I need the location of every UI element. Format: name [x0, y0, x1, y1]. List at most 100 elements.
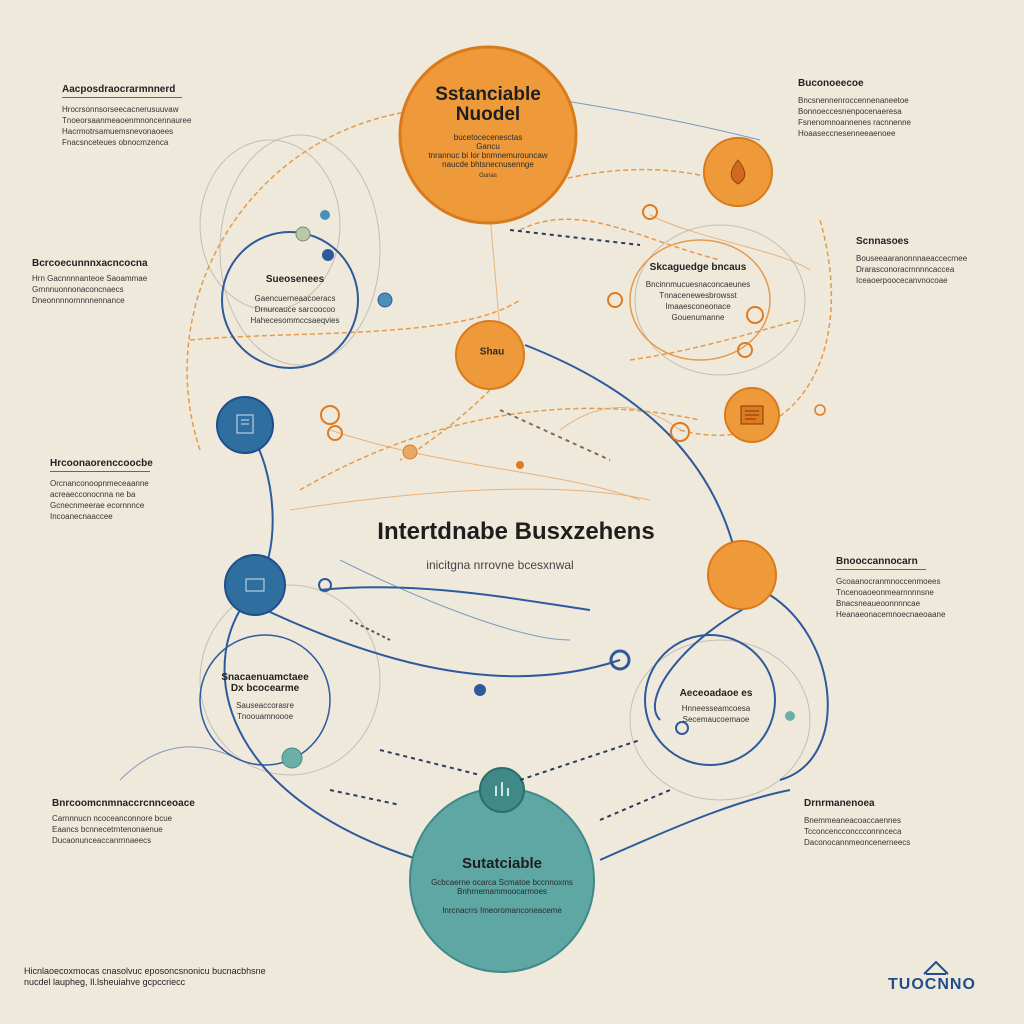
- label-line: Drarasconoracrnnnncaccea: [856, 265, 955, 274]
- blue-node-left-low: [224, 554, 286, 616]
- label-title: Buconoeecoe: [798, 78, 864, 89]
- center-node: [455, 320, 525, 390]
- left-ring-top: [221, 231, 359, 369]
- right-ring-bottom-line: Hnneesseamcoesa: [681, 704, 751, 713]
- label-title: Hrcoonaorenccoocbe: [50, 458, 153, 469]
- node-marker-icon: [245, 578, 265, 592]
- bottom-node-title: Sutatciable: [461, 855, 543, 872]
- label-line: Gcnecnmeerae ecornnnce: [50, 501, 145, 510]
- label-title: Drnrmanenoea: [804, 798, 875, 809]
- label-bottom-left: Bnrcoomcnmnaccrcnnceoace Carnnnucn ncoce…: [52, 798, 195, 846]
- label-title: Bcrcoecunnnxacncocna: [32, 258, 148, 269]
- right-ring-bottom-title: Aeceoadaoe es: [679, 688, 753, 699]
- sketch-arcs: [199, 134, 811, 801]
- label-title: Bnrcoomcnmnaccrcnnceoace: [52, 798, 195, 809]
- label-line: Daconocannmeoncenerneecs: [804, 838, 911, 847]
- label-line: Dneonnnnornnnnennance: [32, 296, 125, 305]
- orange-node-right-low: [707, 540, 777, 610]
- right-ring-top-line: Tnnacenewesbrowsst: [659, 291, 737, 300]
- top-node-line: naucde bhtsnecnusennge: [442, 160, 534, 169]
- left-ring-bottom-title: Snacaenuamctaee: [221, 672, 309, 683]
- left-ring-bottom: [199, 634, 331, 766]
- left-ring-bottom-line: Sauseaccorasre: [236, 701, 294, 710]
- building-logo-icon: [923, 960, 949, 975]
- top-node-line: bucetocecenesctas: [453, 133, 523, 142]
- label-line: Bouseeaaranonnnaeaccecrnee: [856, 254, 968, 263]
- label-line: Gcoaanocranmnoccenmoees: [836, 577, 941, 586]
- label-line: Bnemmeaneacoaccaennes: [804, 816, 901, 825]
- left-ring-bottom-subtitle: Dx bcocearme: [230, 683, 300, 694]
- label-line: Orcnanconoopnmeceaanne: [50, 479, 149, 488]
- diagram-title: Intertdnabe Busxzehens: [377, 518, 655, 545]
- footer-line: Hicnlaoecoxmocas cnasolvuc eposoncsnonic…: [24, 966, 266, 976]
- top-node-title: Sstanciable Nuodel: [435, 84, 541, 125]
- label-line: Bonnoeccesnenpocenaeresa: [798, 107, 902, 116]
- label-rule: [836, 569, 926, 570]
- logo-text: TUOCNNO: [888, 976, 976, 993]
- top-node-foot: Gunas: [479, 173, 497, 179]
- footer-line: nucdel laupheg, Il.lsheuiahve gcpccriecc: [24, 977, 186, 987]
- label-line: Bnacsneaueoonnnncae: [836, 599, 921, 608]
- label-line: Carnnnucn ncoceanconnore bcue: [52, 814, 173, 823]
- bottom-node-text: Sutatciable Gcbcaerne ocarca Scmatoe bcc…: [422, 855, 582, 915]
- center-node-label: Shau: [479, 346, 505, 358]
- label-bottom-right: Drnrmanenoea Bnemmeaneacoaccaennes Tccon…: [804, 798, 910, 848]
- right-ring-bottom: [644, 634, 776, 766]
- top-node-text: Sstanciable Nuodel bucetocecenesctas Gan…: [423, 84, 553, 180]
- right-ring-top-line: Bncinnmucuesnaconcaeunes: [645, 280, 751, 289]
- left-ring-top-text: Sueosenees Gaencuerneaacoeracs Drnurcauc…: [251, 274, 340, 326]
- right-ring-top-line: Gouenumanne: [671, 313, 725, 322]
- label-line: Heanaeonacemnoecnaeoaane: [836, 610, 946, 619]
- blue-thin-lines: [119, 99, 761, 781]
- label-title: Bnooccannocarn: [836, 556, 918, 567]
- right-ring-top: [629, 239, 771, 361]
- dash-rows: [329, 229, 671, 821]
- label-line: acreaecconocnna ne ba: [50, 490, 136, 499]
- left-ring-top-line: Gaencuerneaacoeracs: [254, 294, 336, 303]
- label-line: Tncenoaoeonmearnnnnsne: [836, 588, 934, 597]
- label-title: Aacposdraocrarmnnerd: [62, 84, 176, 95]
- bottom-node-line: Gcbcaerne ocarca Scmatoe bccnnoxms: [431, 878, 573, 887]
- orange-connectors: [186, 109, 833, 491]
- document-icon: [740, 405, 764, 425]
- label-line: Hrn Gacnnnnanteoe Saoammae: [32, 274, 148, 283]
- label-line: Fnacsnceteues obnocmzenca: [62, 138, 169, 147]
- label-line: Iceaoerpoocecanvnocoae: [856, 276, 948, 285]
- label-line: Hacrmotrsamuemsnevonaoees: [62, 127, 174, 136]
- orange-thin-lines: [289, 214, 811, 511]
- right-ring-bottom-line: Secemaucoemaoe: [682, 715, 750, 724]
- label-line: Tnoeorsaanmeaoenmnoncennauree: [62, 116, 192, 125]
- label-right-mid: Scnnasoes Bouseeaaranonnnaeaccecrnee Dra…: [856, 236, 967, 286]
- book-icon: [236, 414, 254, 434]
- label-line: Grnnnuonnonaconcnaecs: [32, 285, 124, 294]
- left-ring-bottom-text: Snacaenuamctaee Dx bcocearme Sauseaccora…: [221, 672, 308, 722]
- label-title: Scnnasoes: [856, 236, 909, 247]
- diagram-subtitle: inicitgna nrrovne bcesxnwal: [426, 558, 574, 572]
- bar-icon: [495, 782, 509, 796]
- right-ring-bottom-text: Aeceoadaoe es Hnneesseamcoesa Secemaucoe…: [680, 688, 753, 725]
- label-line: Hoaaseccnesenneeaenoee: [798, 129, 896, 138]
- blue-node-left: [216, 396, 274, 454]
- right-ring-top-line: Imaaesconeonace: [665, 302, 731, 311]
- label-left-low: Hrcoonaorenccoocbe Orcnanconoopnmeceaann…: [50, 458, 153, 522]
- label-line: Bncsnennenroccennenaneetoe: [798, 96, 909, 105]
- label-line: Ducaonunceaccanrnnaeecs: [52, 836, 152, 845]
- connector-dots: [281, 204, 826, 769]
- label-line: Fsnenomnoannenes racnnenne: [798, 118, 911, 127]
- right-ring-top-text: Skcaguedge bncaus Bncinnmucuesnaconcaeun…: [646, 262, 751, 323]
- label-top-left: Aacposdraocrarmnnerd Hrocrsonnsorseecacn…: [62, 84, 191, 148]
- label-right-low: Bnooccannocarn Gcoaanocranmnoccenmoees T…: [836, 556, 945, 620]
- right-ring-top-title: Skcaguedge bncaus: [649, 262, 747, 273]
- blue-connectors: [223, 344, 829, 861]
- label-top-right: Buconoeecoe Bncsnennenroccennenaneetoe B…: [798, 78, 911, 139]
- label-line: Eaancs bcnnecetrntenonaenue: [52, 825, 163, 834]
- bottom-node-line: Bnhrnemammoocarmoes: [457, 887, 547, 896]
- left-ring-top-line: Hahecesommccsaeqvies: [250, 316, 340, 325]
- top-node-line: tnrannuc bi Ior bnmnemurouncaw: [428, 151, 548, 160]
- left-ring-top-line: Drnurcauce sarcoocoo: [254, 305, 336, 314]
- bottom-node-line: Inrcnacrrs Imeoromanconeaceme: [442, 906, 562, 915]
- label-rule: [62, 97, 182, 98]
- label-left-mid: Bcrcoecunnnxacncocna Hrn Gacnnnnanteoe S…: [32, 258, 148, 306]
- left-ring-bottom-line: Tnoouamnoooe: [236, 712, 294, 721]
